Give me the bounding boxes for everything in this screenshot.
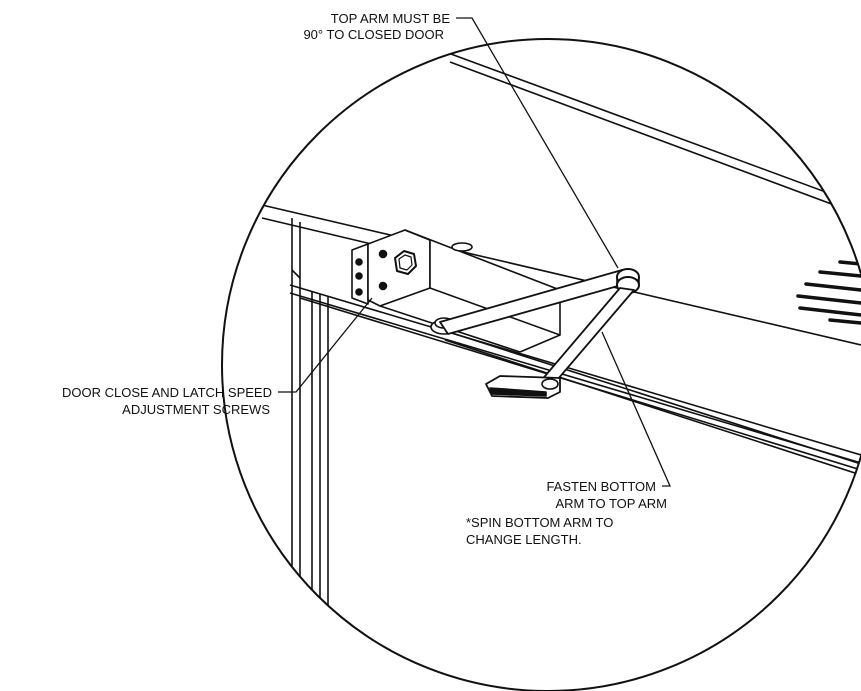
leader-fasten-arm — [601, 331, 671, 487]
callout-spin-note-line2: CHANGE LENGTH. — [466, 532, 582, 547]
door-edge — [429, 325, 861, 476]
leader-lines — [278, 17, 671, 487]
leader-top-arm — [456, 17, 619, 269]
detail-view-circle — [221, 38, 861, 691]
callout-fasten-arm-line2: ARM TO TOP ARM — [556, 496, 668, 511]
callout-spin-note: *SPIN BOTTOM ARM TO CHANGE LENGTH. — [466, 515, 613, 547]
callout-speed-screws-line2: ADJUSTMENT SCREWS — [122, 402, 270, 417]
callout-fasten-arm-line1: FASTEN BOTTOM — [546, 479, 656, 494]
arm-shoe-bracket — [485, 375, 561, 399]
arm-elbow-joint — [616, 268, 640, 294]
callout-top-arm: TOP ARM MUST BE 90° TO CLOSED DOOR — [303, 11, 450, 42]
callout-fasten-arm: FASTEN BOTTOM ARM TO TOP ARM — [546, 479, 667, 511]
cabinet-top-edge — [439, 49, 861, 216]
callout-speed-screws-line1: DOOR CLOSE AND LATCH SPEED — [62, 385, 272, 400]
leader-speed-screws — [278, 297, 373, 393]
callout-top-arm-line1: TOP ARM MUST BE — [331, 11, 451, 26]
callout-spin-note-line1: *SPIN BOTTOM ARM TO — [466, 515, 613, 530]
callout-speed-screws: DOOR CLOSE AND LATCH SPEED ADJUSTMENT SC… — [62, 385, 272, 417]
callout-top-arm-line2: 90° TO CLOSED DOOR — [303, 27, 444, 42]
closer-mounting-bracket — [351, 243, 369, 305]
louver-vents — [796, 260, 861, 325]
